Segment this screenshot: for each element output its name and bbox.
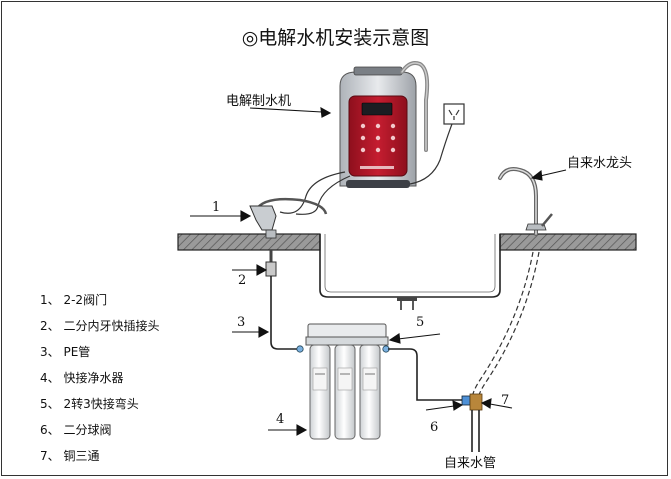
callout-number-5: 5 — [416, 315, 425, 330]
tap-pipe-label: 自来水管 — [444, 456, 497, 471]
callout-number-6: 6 — [430, 420, 439, 435]
legend-item: 1、 2-2阀门 — [40, 293, 108, 307]
water-filter — [296, 323, 390, 440]
electrolysis-machine — [339, 66, 417, 188]
machine-label: 电解制水机 — [226, 94, 292, 109]
braided-hose — [471, 251, 534, 401]
legend-item: 6、 二分球阀 — [40, 423, 112, 437]
ball-valve-tee — [461, 393, 483, 452]
callout-number-7: 7 — [501, 393, 510, 408]
sink-basin — [319, 234, 501, 298]
pe-tube-feed — [270, 276, 300, 350]
callout-arrows — [190, 107, 567, 436]
quick-connector — [265, 250, 277, 277]
legend-item: 7、 铜三通 — [40, 449, 100, 463]
parts-legend: 1、 2-2阀门 2、 二分内牙快插接头 3、 PE管 4、 快接净水器 5、 … — [40, 292, 159, 474]
diagram-title: ◎电解水机安装示意图 — [241, 27, 430, 49]
legend-item: 3、 PE管 — [40, 345, 91, 359]
sink-drain — [397, 297, 417, 310]
pe-tube-outlet — [388, 348, 462, 401]
legend-item: 4、 快接净水器 — [40, 371, 124, 385]
legend-item: 5、 2转3快接弯头 — [40, 397, 139, 411]
legend-item: 2、 二分内牙快插接头 — [40, 319, 160, 333]
power-cord — [409, 123, 453, 185]
power-socket — [443, 103, 465, 125]
callout-number-3: 3 — [237, 315, 246, 330]
faucet-label: 自来水龙头 — [567, 156, 633, 171]
countertop — [177, 233, 637, 251]
callout-number-1: 1 — [212, 200, 221, 215]
callout-number-4: 4 — [276, 412, 285, 427]
diverter-valve — [249, 197, 328, 239]
tap-faucet — [498, 167, 553, 236]
callout-number-2: 2 — [238, 273, 247, 288]
machine-hose — [279, 171, 346, 214]
